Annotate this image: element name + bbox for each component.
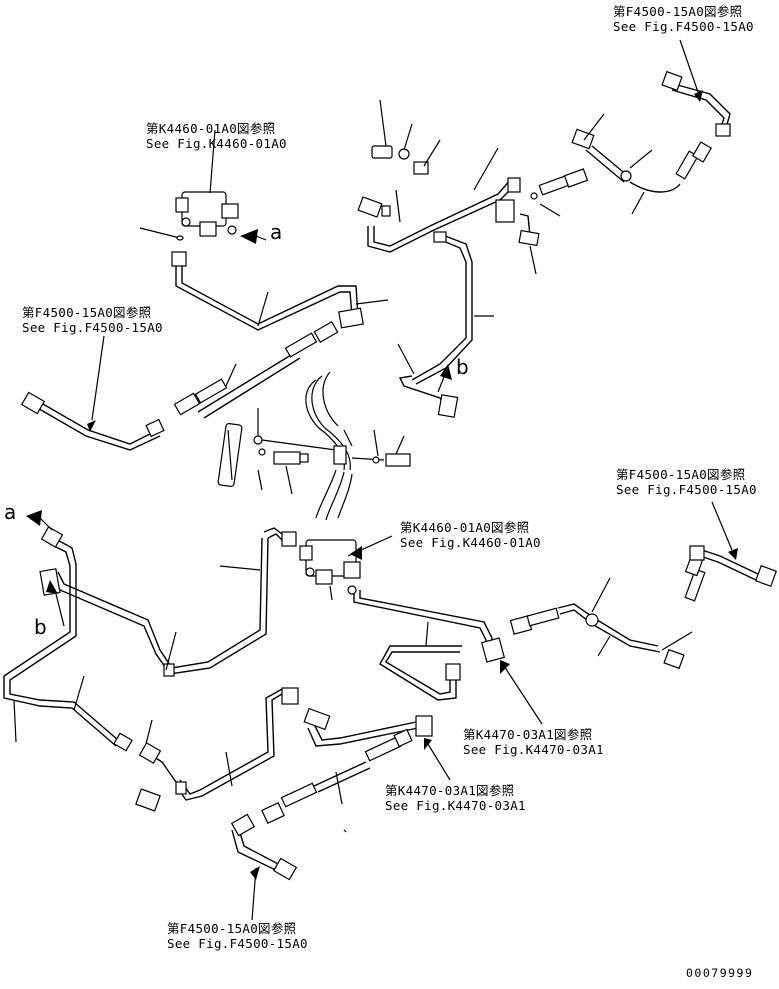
ref-jp: 第K4470-03A1図参照: [463, 727, 593, 742]
ref-jp: 第F4500-15A0図参照: [22, 305, 152, 320]
pilot-valve-center: [299, 535, 393, 601]
ref-en: See Fig.K4470-03A1: [385, 798, 526, 813]
ref-jp: 第K4470-03A1図参照: [385, 783, 515, 798]
ref-left: 第F4500-15A0図参照 See Fig.F4500-15A0: [22, 305, 163, 335]
ref-mid-right: 第F4500-15A0図参照 See Fig.F4500-15A0: [616, 467, 757, 497]
ref-en: See Fig.F4500-15A0: [167, 936, 308, 951]
ref-en: See Fig.K4470-03A1: [463, 742, 604, 757]
arrow-b-lower: [46, 580, 58, 594]
ref-jp: 第F4500-15A0図参照: [167, 921, 297, 936]
ref-jp: 第K4460-01A0図参照: [400, 520, 530, 535]
hose-mid-right: [509, 501, 778, 670]
ref-en: See Fig.F4500-15A0: [616, 482, 757, 497]
pipe-left-ref: [20, 335, 165, 451]
ref-top-right: 第F4500-15A0図参照 See Fig.F4500-15A0: [613, 4, 754, 34]
arrow-a-upper: [240, 229, 258, 244]
hose-bottom: [230, 728, 413, 921]
connection-letter-b-lower: b: [34, 615, 47, 639]
pipe-top-right-ref: [661, 39, 731, 137]
pipe-upper-left: [171, 251, 389, 331]
ref-en: See Fig.F4500-15A0: [22, 320, 163, 335]
ref-jp: 第F4500-15A0図参照: [613, 4, 743, 19]
ref-jp: 第K4460-01A0図参照: [146, 121, 276, 136]
ref-en: See Fig.F4500-15A0: [613, 19, 754, 34]
pipe-center-right: [353, 590, 543, 725]
ref-center-valve: 第K4460-01A0図参照 See Fig.K4460-01A0: [400, 520, 541, 550]
pipe-top-middle: [357, 99, 561, 418]
pipe-lower-middle: [135, 687, 451, 812]
ref-elbow-center: 第K4470-03A1図参照 See Fig.K4470-03A1: [385, 783, 526, 813]
ref-elbow-right: 第K4470-03A1図参照 See Fig.K4470-03A1: [463, 727, 604, 757]
hose-upper-left: [173, 320, 339, 419]
drawing-number: 00079999: [686, 966, 754, 980]
ref-jp: 第F4500-15A0図参照: [616, 467, 746, 482]
pilot-valve-upper: [139, 129, 239, 241]
ref-en: See Fig.K4460-01A0: [146, 136, 287, 151]
bracket-and-hoses: [217, 371, 411, 521]
hose-top-right: [538, 113, 713, 215]
connection-letter-a-upper: a: [270, 220, 283, 244]
pipe-lower-left: [3, 526, 297, 752]
ref-bottom: 第F4500-15A0図参照 See Fig.F4500-15A0: [167, 921, 308, 951]
arrow-a-lower: [26, 510, 42, 526]
connection-letter-b-upper: b: [456, 355, 469, 379]
connection-letter-a-lower: a: [4, 500, 17, 524]
ref-en: See Fig.K4460-01A0: [400, 535, 541, 550]
ref-upper-left-valve: 第K4460-01A0図参照 See Fig.K4460-01A0: [146, 121, 287, 151]
